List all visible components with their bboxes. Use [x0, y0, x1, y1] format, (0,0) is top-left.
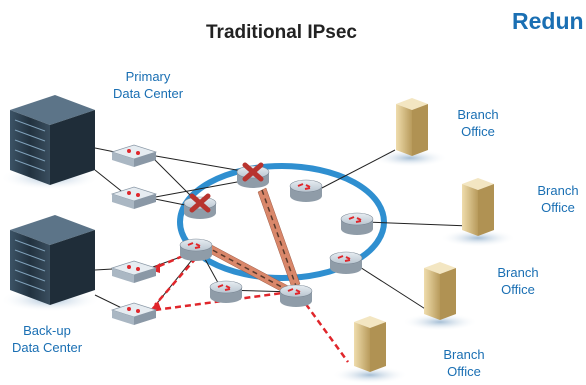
router-icon	[329, 251, 363, 274]
branch-office-2-line2: Office	[541, 200, 575, 215]
branch-office-3-line2: Office	[501, 282, 535, 297]
branch3-shadow	[402, 313, 478, 331]
building-icon	[462, 178, 494, 236]
failure-x-icon	[189, 193, 211, 213]
branch1-shadow	[372, 149, 448, 167]
primary-dc-label-line1: Primary	[125, 69, 171, 84]
branch-office-label-2: Branch Office	[530, 182, 586, 216]
branch-office-1-line1: Branch	[457, 107, 499, 122]
router-icon	[340, 212, 374, 235]
diagram-title: Traditional IPsec	[206, 22, 357, 43]
corner-heading: Redun	[512, 8, 584, 34]
building-icon	[354, 316, 386, 372]
building-icon	[396, 98, 428, 156]
backup-dc-label-line2: Data Center	[11, 340, 83, 355]
backup-data-center-rack	[10, 215, 95, 305]
router-icon	[209, 280, 243, 303]
branch4-shadow	[332, 366, 408, 384]
branch-office-4-line1: Branch	[443, 347, 485, 362]
branch-office-4-line2: Office	[447, 364, 481, 379]
failover-links	[154, 250, 350, 363]
branch-office-2-line1: Branch	[537, 183, 579, 198]
switch-icon	[110, 302, 158, 325]
branch2-shadow	[440, 229, 516, 247]
backup-dc-label: Back-up Data Center	[4, 322, 90, 356]
branch-office-label-1: Branch Office	[448, 106, 508, 140]
switch-icon	[110, 260, 158, 283]
branch-office-label-4: Branch Office	[434, 346, 494, 380]
switch-icon	[110, 144, 158, 167]
branch-office-1-line2: Office	[461, 124, 495, 139]
router-icon	[279, 284, 313, 307]
branch-office-3-line1: Branch	[497, 265, 539, 280]
primary-data-center-rack	[10, 95, 95, 185]
router-icon	[289, 179, 323, 202]
switch-icon	[110, 186, 158, 209]
branch-office-label-3: Branch Office	[488, 264, 548, 298]
backup-dc-label-line1: Back-up	[23, 323, 71, 338]
router-icon	[179, 238, 213, 261]
primary-dc-label: Primary Data Center	[100, 68, 196, 102]
building-icon	[424, 262, 456, 320]
network-links	[94, 147, 471, 313]
failure-x-icon	[242, 162, 264, 182]
ipsec-ring	[177, 163, 387, 281]
primary-dc-label-line2: Data Center	[112, 86, 184, 101]
